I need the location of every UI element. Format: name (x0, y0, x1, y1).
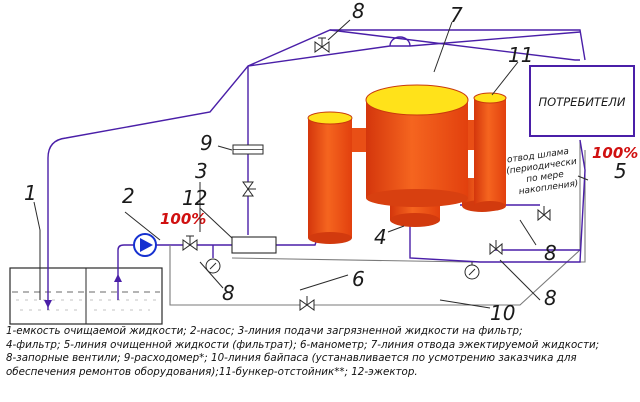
valve-ejector (242, 181, 256, 197)
label-10: 10 (490, 301, 515, 325)
flowmeter (232, 144, 264, 155)
filter (307, 84, 502, 244)
label-8-feed: 8 (222, 281, 235, 305)
pump (133, 233, 157, 257)
liquid-tank (9, 267, 163, 325)
label-8-filtrate: 8 (544, 286, 557, 310)
valve-bypass (299, 296, 315, 311)
label-7: 7 (450, 3, 463, 27)
label-3: 3 (195, 159, 208, 183)
label-8-top: 8 (352, 0, 365, 23)
label-5: 5 (614, 159, 627, 183)
label-6: 6 (352, 267, 365, 291)
caption-line: 8-запорные вентили; 9-расходомер*; 10-ли… (6, 352, 577, 365)
caption-line: 4-фильтр; 5-линия очищенной жидкости (фи… (6, 338, 600, 351)
sludge-note: отвод шлама (периодически по мере накопл… (506, 147, 579, 197)
manometer-feed (205, 258, 221, 274)
caption-line: 1-емкость очищаемой жидкости; 2-насос; 3… (6, 325, 523, 337)
label-2: 2 (122, 184, 135, 208)
legend-caption: 1-емкость очищаемой жидкости; 2-насос; 3… (6, 325, 636, 379)
label-12: 12 (182, 186, 207, 210)
leader-lines (33, 19, 589, 309)
label-11: 11 (508, 43, 533, 67)
label-8-sludge: 8 (544, 241, 557, 265)
valve-feed (182, 235, 198, 251)
settling-bunker (473, 92, 507, 211)
percent-filtrate: 100% (592, 144, 638, 162)
manometer-filtrate (464, 262, 480, 280)
label-4: 4 (374, 225, 387, 249)
consumers-label: ПОТРЕБИТЕЛИ (539, 95, 626, 109)
ejector (231, 236, 277, 254)
caption-line: обеспечения ремонтов оборудования);11-бу… (6, 365, 418, 378)
valve-top (314, 37, 330, 53)
consumers-box: ПОТРЕБИТЕЛИ (529, 65, 635, 137)
percent-feed: 100% (160, 210, 206, 228)
valve-filtrate (489, 240, 503, 256)
label-9: 9 (200, 131, 213, 155)
label-1: 1 (24, 181, 37, 205)
valve-sludge (537, 206, 551, 222)
